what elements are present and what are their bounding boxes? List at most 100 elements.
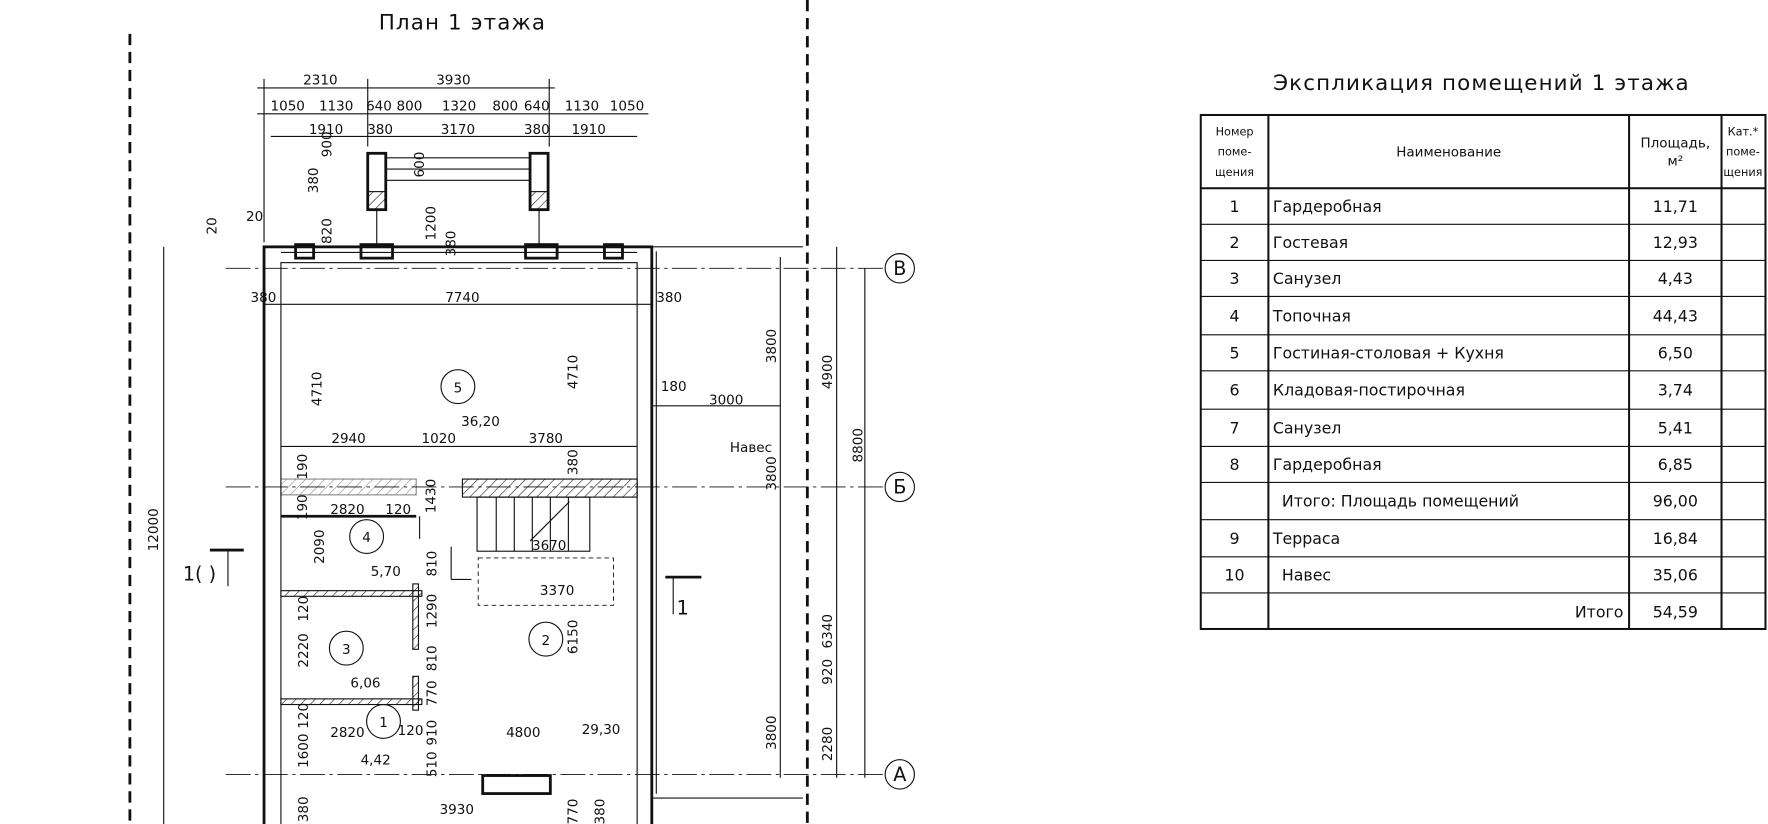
- svg-text:6340: 6340: [820, 614, 836, 648]
- room-labels: 5 4 3 2 1 36,20 5,70 6,06 4,42 29,30 Нав…: [328, 369, 772, 768]
- svg-text:2820: 2820: [330, 725, 364, 741]
- svg-text:3780: 3780: [529, 431, 563, 447]
- svg-text:640: 640: [524, 98, 550, 114]
- svg-text:3800: 3800: [764, 456, 780, 490]
- svg-text:380: 380: [565, 449, 581, 475]
- svg-text:щения: щения: [1723, 166, 1762, 179]
- building-walls: [262, 243, 803, 824]
- svg-text:380: 380: [656, 290, 682, 306]
- room-number: 8: [1230, 455, 1240, 474]
- room-area: 35,06: [1653, 566, 1698, 585]
- room-marker: [440, 369, 476, 405]
- svg-text:7740: 7740: [445, 290, 479, 306]
- svg-text:Наименование: Наименование: [1396, 145, 1501, 161]
- svg-text:А: А: [893, 763, 906, 786]
- svg-text:поме-: поме-: [1726, 146, 1760, 159]
- svg-text:1320: 1320: [442, 98, 476, 114]
- room-marker: [366, 703, 401, 739]
- svg-text:12000: 12000: [146, 508, 162, 551]
- room-number: 7: [1230, 418, 1240, 437]
- room-name: Итого: Площадь помещений: [1282, 492, 1519, 511]
- svg-text:Б: Б: [893, 476, 906, 499]
- svg-text:8800: 8800: [851, 428, 867, 462]
- svg-text:910: 910: [424, 720, 440, 746]
- svg-text:1: 1: [677, 596, 689, 619]
- svg-text:120: 120: [398, 723, 424, 739]
- svg-text:2280: 2280: [820, 727, 836, 761]
- svg-text:380: 380: [367, 122, 393, 138]
- svg-text:800: 800: [492, 98, 518, 114]
- svg-text:6150: 6150: [565, 620, 581, 654]
- room-name: Гардеробная: [1273, 197, 1382, 216]
- svg-text:1430: 1430: [423, 479, 439, 513]
- svg-text:3: 3: [342, 642, 351, 658]
- svg-text:4710: 4710: [565, 355, 581, 389]
- svg-text:4800: 4800: [506, 725, 540, 741]
- svg-text:3930: 3930: [436, 73, 470, 89]
- svg-text:5,70: 5,70: [371, 564, 401, 580]
- svg-text:810: 810: [424, 645, 440, 671]
- room-number: 3: [1230, 269, 1240, 288]
- total-value: 54,59: [1653, 603, 1698, 622]
- svg-text:3800: 3800: [764, 329, 780, 363]
- svg-text:3800: 3800: [764, 715, 780, 749]
- svg-text:380: 380: [524, 122, 550, 138]
- svg-text:3170: 3170: [441, 122, 475, 138]
- svg-text:щения: щения: [1215, 166, 1254, 179]
- room-name: Гостиная-столовая + Кухня: [1273, 343, 1504, 362]
- svg-text:1050: 1050: [610, 98, 644, 114]
- svg-text:2220: 2220: [296, 633, 312, 667]
- svg-text:640: 640: [366, 98, 392, 114]
- room-name: Санузел: [1273, 269, 1341, 288]
- room-number: 1: [1230, 197, 1240, 216]
- svg-text:1200: 1200: [423, 206, 439, 240]
- svg-text:1130: 1130: [319, 98, 353, 114]
- room-area: 5,41: [1658, 418, 1693, 437]
- svg-text:1050: 1050: [270, 98, 304, 114]
- svg-text:1910: 1910: [571, 122, 605, 138]
- svg-text:810: 810: [424, 551, 440, 577]
- svg-text:1130: 1130: [565, 98, 599, 114]
- interior-dimensions: 380 7740 380 4710 4710 180 3000 2940 102…: [251, 290, 781, 824]
- svg-text:6,06: 6,06: [350, 676, 380, 692]
- svg-text:3000: 3000: [709, 393, 743, 409]
- svg-text:380: 380: [592, 799, 608, 824]
- room-marker: [528, 621, 564, 657]
- svg-text:2310: 2310: [303, 73, 337, 89]
- room-number: 10: [1225, 566, 1245, 585]
- svg-text:4900: 4900: [820, 355, 836, 389]
- room-name: Навес: [1282, 566, 1331, 585]
- svg-text:190: 190: [295, 454, 311, 480]
- svg-text:20: 20: [246, 209, 263, 225]
- overall-dimensions: 12000 8800 4900 6340 3800 3800 920 2280 …: [146, 246, 867, 824]
- svg-text:Номер: Номер: [1216, 125, 1254, 138]
- svg-text:2940: 2940: [331, 431, 365, 447]
- room-number: 4: [1230, 306, 1240, 325]
- svg-text:770: 770: [565, 799, 581, 824]
- svg-text:380: 380: [251, 290, 277, 306]
- grid-axes: В Б А: [225, 253, 915, 790]
- room-name: Гардеробная: [1273, 455, 1382, 474]
- room-number: 6: [1230, 381, 1240, 400]
- svg-text:3370: 3370: [540, 583, 574, 599]
- room-name: Топочная: [1272, 306, 1351, 325]
- svg-text:36,20: 36,20: [461, 414, 500, 430]
- svg-text:180: 180: [661, 379, 687, 395]
- svg-text:1600: 1600: [296, 734, 312, 768]
- svg-text:м²: м²: [1667, 154, 1683, 170]
- svg-text:600: 600: [412, 152, 428, 178]
- svg-text:120: 120: [296, 596, 312, 622]
- svg-text:1: 1: [379, 715, 388, 731]
- svg-text:поме-: поме-: [1218, 146, 1252, 159]
- svg-text:120: 120: [385, 502, 411, 518]
- svg-text:29,30: 29,30: [582, 722, 621, 738]
- room-number: 2: [1230, 233, 1240, 252]
- svg-text:Площадь,: Площадь,: [1640, 136, 1710, 152]
